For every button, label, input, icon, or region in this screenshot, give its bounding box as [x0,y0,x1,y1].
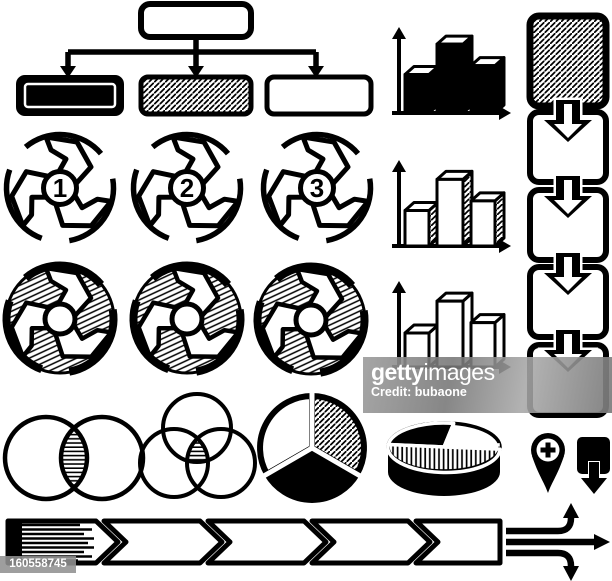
flow-column-icon [526,12,610,418]
engraved-pinwheel-1-icon [0,246,114,373]
image-id-watermark: 160558745 [0,556,76,573]
org-chart-icon [16,1,374,117]
step-number-1: 1 [53,173,67,203]
org-root-box [138,1,254,40]
flow-box-hatched [526,12,610,110]
org-child-box-hatched [138,74,254,117]
pinwheel-step-3-icon [245,115,371,240]
pinwheel-step-2-icon [115,115,241,240]
location-pin-plus-icon [531,433,565,493]
pie-chart-icon [257,390,367,503]
getty-logo: gettyimages [371,360,612,385]
step-number-3: 3 [310,173,324,203]
venn-2-icon [2,414,146,502]
plus-icon [540,442,556,458]
bar-chart-hatched-icon [392,160,511,253]
org-child-box-outline [264,74,374,117]
branching-arrows-icon [506,503,610,581]
bar-chart-solid-icon [392,27,511,120]
getty-logo-light: images [423,359,495,385]
credit-line: Credit: bubaone [371,385,467,399]
bar-0 [403,73,431,115]
venn-3-icon [138,392,257,499]
getty-watermark: gettyimages Credit: bubaone [363,357,612,413]
bar-2 [469,199,497,248]
step-number-2: 2 [180,173,194,203]
pie-chart-3d-icon [386,421,502,496]
getty-logo-bold: getty [371,359,424,385]
bar-1 [435,42,465,115]
chevron-process-banner-icon [5,503,610,581]
bar-2 [469,64,497,115]
bar-1 [435,177,465,248]
engraved-pinwheel-3-icon [239,247,365,374]
pin-download-icon [577,437,610,496]
engraved-pinwheel-2-icon [115,246,241,373]
org-child-box-solid [16,75,124,116]
bar-0 [403,208,431,248]
